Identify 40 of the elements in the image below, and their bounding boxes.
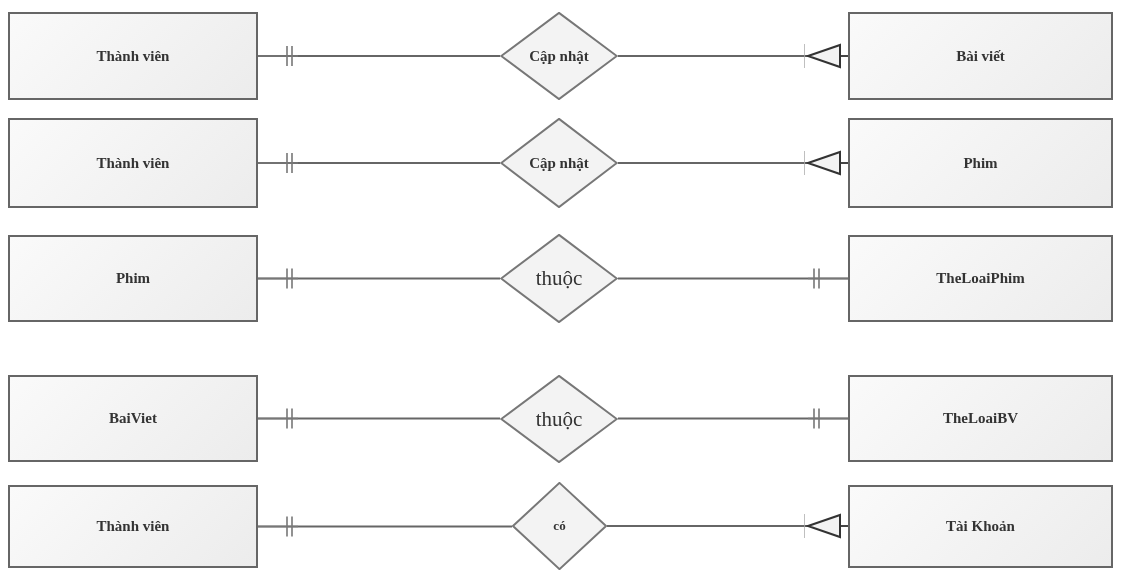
entity-box [8,485,258,568]
entity-label: Phim [963,154,998,172]
relationship-diamond [500,12,618,100]
connector-line [617,267,849,290]
entity-box [848,12,1113,100]
relationship-label: Cập nhật [529,154,589,172]
relationship-diamond [500,118,618,208]
entity-box [8,12,258,100]
entity-box [8,235,258,322]
connector-line [617,407,849,430]
relationship-label: thuộc [535,266,583,291]
connector-line [257,515,513,538]
relationship-diamond [500,234,618,323]
entity-box [8,118,258,208]
connector-line [606,513,849,539]
relationship-label: Cập nhật [529,47,589,65]
connector-line [617,150,849,176]
relationship-diamond [512,482,607,570]
relationship-label: thuộc [535,406,583,432]
entity-label: Bài viết [956,47,1005,65]
connector-line [257,407,501,430]
entity-box [8,375,258,462]
entity-label: Thành viên [96,47,170,65]
entity-label: Thành viên [96,154,170,172]
entity-label: TheLoaiPhim [936,270,1025,287]
connector-line [257,267,501,290]
relationship-diamond [500,375,618,463]
entity-box [848,235,1113,322]
relationship-label: có [553,518,566,534]
entity-label: BaiViet [109,410,157,427]
entity-box [848,375,1113,462]
entity-label: Thành viên [96,518,170,535]
connector-line [257,152,501,174]
entity-box [848,485,1113,568]
connector-line [257,45,501,67]
entity-label: Tài Khoản [946,518,1015,535]
connector-line [617,43,849,69]
entity-label: Phim [115,270,151,287]
entity-box [848,118,1113,208]
entity-label: TheLoaiBV [943,410,1018,427]
